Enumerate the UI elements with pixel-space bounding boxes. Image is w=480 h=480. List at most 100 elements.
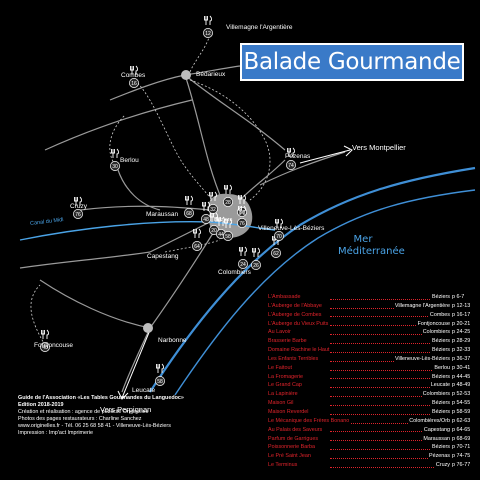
restaurant-marker[interactable]: 48 bbox=[201, 201, 211, 224]
fork-knife-icon bbox=[130, 65, 138, 75]
road-west-long bbox=[44, 99, 193, 151]
road-narbonne-perpignan bbox=[121, 327, 151, 393]
restaurant-town: Villeneuve-Lès-Béziers bbox=[393, 354, 450, 364]
fork-knife-icon bbox=[224, 218, 232, 228]
restaurant-name: Le Terminus bbox=[268, 461, 299, 470]
credits: Guide de l'Association «Les Tables Gourm… bbox=[18, 395, 248, 438]
restaurant-marker[interactable]: 16 bbox=[129, 65, 139, 88]
sea-label-line1: Mer bbox=[353, 234, 373, 245]
marker-page-number: 58 bbox=[157, 379, 163, 385]
road-beziers-capestang bbox=[149, 221, 211, 253]
fork-knife-icon bbox=[238, 194, 246, 204]
restaurant-marker[interactable]: 28 bbox=[223, 184, 233, 207]
restaurant-town: Colombiers bbox=[421, 328, 450, 338]
restaurant-marker[interactable]: 74 bbox=[286, 147, 296, 170]
leader-dots bbox=[330, 440, 472, 442]
restaurant-marker[interactable]: 12 bbox=[203, 15, 213, 38]
restaurant-town: Pézenas bbox=[428, 452, 450, 462]
marker-page-number: 24 bbox=[240, 262, 246, 268]
restaurant-marker[interactable]: 70 bbox=[274, 218, 284, 241]
leader-dots bbox=[330, 431, 472, 433]
restaurant-row[interactable]: Les Enfants Terribles Villeneuve-Lès-Bézi… bbox=[268, 354, 472, 364]
fork-knife-icon bbox=[202, 201, 210, 211]
restaurant-marker[interactable]: 30 bbox=[110, 148, 120, 171]
marker-circle bbox=[110, 161, 120, 171]
restaurant-page: p 48-49 bbox=[451, 381, 472, 391]
road-pezenas-montpellier bbox=[259, 151, 346, 186]
restaurant-marker[interactable]: 58 bbox=[155, 363, 165, 386]
page-title: Balade Gourmande bbox=[243, 49, 461, 75]
marker-page-number: 76 bbox=[75, 212, 81, 218]
marker-circle bbox=[274, 231, 284, 241]
marker-page-number: 16 bbox=[131, 81, 137, 87]
place-fontjoncouse: Fontjoncouse bbox=[34, 342, 74, 349]
restaurant-name: L'Auberge de Combes bbox=[268, 310, 323, 320]
route-fontjoncouse bbox=[30, 284, 46, 346]
restaurant-marker[interactable]: 76 bbox=[73, 196, 83, 219]
marker-circle bbox=[129, 78, 139, 88]
fork-knife-icon bbox=[210, 212, 218, 222]
restaurant-town: Maraussan bbox=[422, 434, 450, 444]
restaurant-name: Le Grand Cap bbox=[268, 381, 303, 391]
restaurant-town: Colombières/Orb bbox=[408, 416, 450, 426]
restaurant-name: L'Auberge du Vieux Puits bbox=[268, 319, 330, 329]
restaurant-marker[interactable]: 64 bbox=[192, 228, 202, 251]
place-maraussan: Maraussan bbox=[146, 211, 179, 218]
restaurant-page: p 68-69 bbox=[451, 434, 472, 444]
restaurant-town: Berlou bbox=[433, 363, 450, 373]
restaurant-marker[interactable]: 26 bbox=[251, 247, 261, 270]
fork-knife-icon bbox=[209, 191, 217, 201]
credits-line: Photos des pages restaurateurs : Charlin… bbox=[18, 416, 142, 423]
place-cruzy: Cruzy bbox=[70, 203, 87, 210]
leader-dots bbox=[330, 343, 472, 345]
leader-dots bbox=[330, 351, 472, 353]
restaurant-marker[interactable]: 24 bbox=[238, 246, 248, 269]
restaurant-marker[interactable]: 76 bbox=[237, 205, 247, 228]
restaurant-name: Parfum de Garrigues bbox=[268, 434, 320, 444]
restaurant-name: Maison Gil bbox=[268, 399, 295, 408]
marker-page-number: 48 bbox=[203, 217, 209, 223]
fork-knife-icon bbox=[275, 218, 283, 228]
restaurant-page: p 20-21 bbox=[451, 319, 472, 329]
restaurant-page: p 16-17 bbox=[451, 310, 472, 320]
fork-knife-icon bbox=[41, 329, 49, 339]
fork-knife-icon bbox=[204, 15, 212, 25]
place-colombiers: Colombiers bbox=[218, 269, 251, 276]
leader-dots bbox=[330, 449, 472, 451]
restaurant-name: Les Enfants Terribles bbox=[268, 354, 320, 364]
restaurant-town: Villemagne l'Argentière bbox=[393, 301, 450, 311]
restaurant-marker[interactable]: 40 bbox=[40, 329, 50, 352]
road-bedarieux-beziers bbox=[184, 74, 223, 201]
marker-circle bbox=[237, 218, 247, 228]
road-bedarieux-west bbox=[109, 74, 186, 101]
restaurant-page: p 32-33 bbox=[451, 346, 472, 355]
marker-page-number: 44 bbox=[218, 232, 224, 238]
restaurant-marker[interactable]: 58 bbox=[223, 218, 233, 241]
restaurant-name: Domaine Rachine le Haut bbox=[268, 346, 331, 355]
credits-line: Guide de l'Association «Les Tables Gourm… bbox=[18, 395, 184, 401]
restaurant-town: Cruzy bbox=[434, 461, 450, 470]
restaurant-marker[interactable]: 68 bbox=[184, 195, 194, 218]
fork-knife-icon bbox=[74, 196, 82, 206]
restaurant-name: Poissonnerie Barba bbox=[268, 443, 317, 453]
restaurant-page: p 74-75 bbox=[451, 452, 472, 462]
